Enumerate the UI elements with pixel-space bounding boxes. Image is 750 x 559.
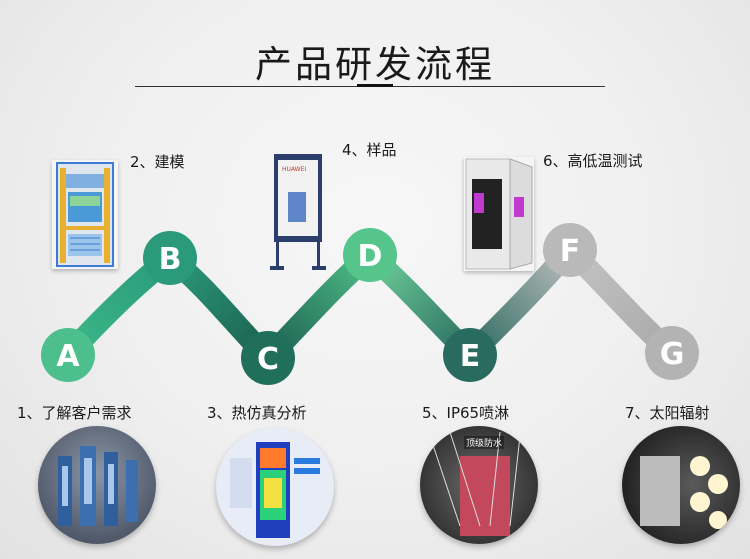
page-title: 产品研发流程	[255, 43, 495, 86]
node-a: A	[41, 328, 95, 382]
step-label-2: 2、建模	[130, 153, 185, 171]
model-image	[52, 160, 118, 269]
node-f: F	[543, 223, 597, 277]
thermal-sim-photo	[216, 428, 334, 546]
spray-test-photo: 顶级防水	[420, 426, 538, 544]
sample-brand-text: HUAWEI	[282, 166, 307, 173]
customer-photo	[38, 426, 156, 544]
svg-text:F: F	[560, 234, 581, 269]
sample-image: HUAWEI	[268, 154, 328, 272]
svg-text:A: A	[56, 339, 80, 374]
step-label-4: 4、样品	[342, 141, 397, 159]
title-accent-bar	[357, 84, 393, 87]
node-g: G	[645, 326, 699, 380]
node-b: B	[143, 231, 197, 285]
step-label-3: 3、热仿真分析	[207, 404, 307, 422]
node-c: C	[241, 331, 295, 385]
svg-text:C: C	[257, 342, 279, 377]
node-e: E	[443, 328, 497, 382]
svg-text:B: B	[159, 242, 182, 277]
step-label-5: 5、IP65喷淋	[422, 404, 510, 422]
spray-badge-text: 顶级防水	[464, 436, 505, 449]
chamber-image	[464, 157, 534, 271]
svg-text:E: E	[460, 339, 481, 374]
solar-test-photo	[622, 426, 740, 544]
svg-text:D: D	[358, 239, 383, 274]
svg-text:G: G	[660, 337, 685, 372]
node-d: D	[343, 228, 397, 282]
step-label-6: 6、高低温测试	[543, 152, 643, 170]
step-label-1: 1、了解客户需求	[17, 404, 132, 422]
step-label-7: 7、太阳辐射	[625, 404, 710, 422]
